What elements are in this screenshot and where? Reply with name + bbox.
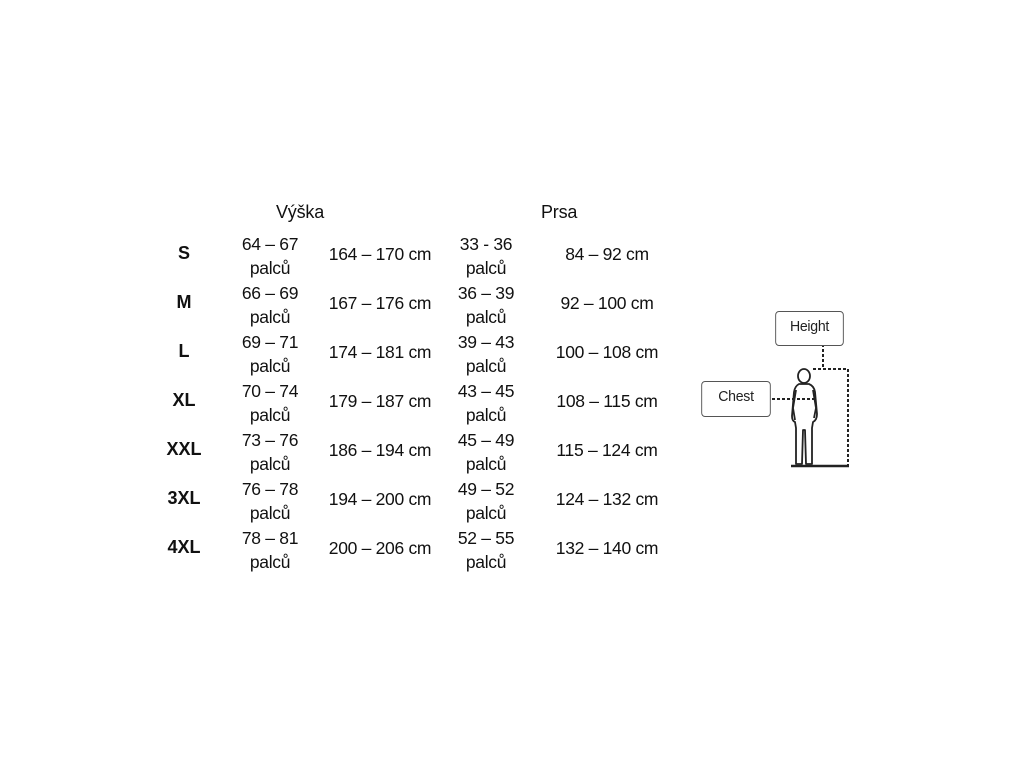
chest-inches-value: 45 – 49 bbox=[457, 430, 515, 450]
size-label: L bbox=[178, 341, 190, 361]
chest-inches-value: 36 – 39 bbox=[457, 283, 515, 303]
height-cm: 174 – 181 cm bbox=[328, 342, 432, 362]
measurement-diagram: Height Chest bbox=[696, 308, 856, 476]
height-inches: 66 – 69 palců bbox=[230, 281, 310, 329]
chest-inches-value: 33 - 36 bbox=[459, 234, 513, 254]
chest-inches-unit: palců bbox=[465, 503, 507, 523]
size-label: M bbox=[176, 292, 192, 312]
height-inches: 78 – 81 palců bbox=[230, 526, 310, 574]
height-inches-value: 64 – 67 bbox=[241, 234, 299, 254]
chest-inches-value: 49 – 52 bbox=[457, 479, 515, 499]
chest-cm: 124 – 132 cm bbox=[555, 489, 659, 509]
chest-inches-value: 43 – 45 bbox=[457, 381, 515, 401]
chest-inches-unit: palců bbox=[465, 307, 507, 327]
height-inches: 73 – 76 palců bbox=[230, 428, 310, 476]
size-row-m: M 66 – 69 palců 167 – 176 cm 36 – 39 palců… bbox=[150, 281, 690, 330]
chest-cm: 100 – 108 cm bbox=[555, 342, 659, 362]
chest-inches: 33 - 36 palců bbox=[446, 232, 526, 280]
size-label: 4XL bbox=[167, 537, 201, 557]
height-inches-unit: palců bbox=[249, 454, 291, 474]
height-inches: 70 – 74 palců bbox=[230, 379, 310, 427]
height-inches-unit: palců bbox=[249, 405, 291, 425]
chest-inches: 52 – 55 palců bbox=[446, 526, 526, 574]
chest-inches-unit: palců bbox=[465, 454, 507, 474]
size-label: S bbox=[177, 243, 190, 263]
chest-inches: 45 – 49 palců bbox=[446, 428, 526, 476]
height-inches-value: 69 – 71 bbox=[241, 332, 299, 352]
height-cm: 164 – 170 cm bbox=[328, 244, 432, 264]
chest-inches: 43 – 45 palců bbox=[446, 379, 526, 427]
chest-cm: 108 – 115 cm bbox=[556, 391, 658, 411]
size-label: XXL bbox=[166, 439, 202, 459]
height-inches-unit: palců bbox=[249, 503, 291, 523]
chest-label-tag: Chest bbox=[701, 381, 771, 417]
chest-inches-unit: palců bbox=[465, 552, 507, 572]
height-label-tag: Height bbox=[775, 311, 844, 346]
person-measure-icon bbox=[772, 344, 849, 468]
chest-inches-value: 52 – 55 bbox=[457, 528, 515, 548]
chest-cm: 84 – 92 cm bbox=[565, 244, 649, 264]
column-header-height: Výška bbox=[276, 202, 325, 222]
chest-inches-value: 39 – 43 bbox=[457, 332, 515, 352]
chest-cm: 115 – 124 cm bbox=[556, 440, 658, 460]
height-inches-value: 66 – 69 bbox=[241, 283, 299, 303]
chest-cm: 92 – 100 cm bbox=[560, 293, 654, 313]
height-inches: 76 – 78 palců bbox=[230, 477, 310, 525]
height-cm: 179 – 187 cm bbox=[328, 391, 432, 411]
height-cm: 194 – 200 cm bbox=[328, 489, 432, 509]
chest-inches-unit: palců bbox=[465, 405, 507, 425]
height-cm: 186 – 194 cm bbox=[328, 440, 432, 460]
size-table: S 64 – 67 palců 164 – 170 cm 33 - 36 palců… bbox=[150, 232, 690, 575]
size-label: XL bbox=[172, 390, 196, 410]
height-inches-value: 73 – 76 bbox=[241, 430, 299, 450]
size-row-xxl: XXL 73 – 76 palců 186 – 194 cm 45 – 49 pal… bbox=[150, 428, 690, 477]
chest-inches: 36 – 39 palců bbox=[446, 281, 526, 329]
height-inches-value: 70 – 74 bbox=[241, 381, 299, 401]
height-inches-unit: palců bbox=[249, 552, 291, 572]
chest-inches: 39 – 43 palců bbox=[446, 330, 526, 378]
size-row-s: S 64 – 67 palců 164 – 170 cm 33 - 36 palců… bbox=[150, 232, 690, 281]
chest-inches: 49 – 52 palců bbox=[446, 477, 526, 525]
height-inches: 64 – 67 palců bbox=[230, 232, 310, 280]
height-inches: 69 – 71 palců bbox=[230, 330, 310, 378]
height-inches-unit: palců bbox=[249, 356, 291, 376]
height-inches-unit: palců bbox=[249, 307, 291, 327]
height-inches-value: 78 – 81 bbox=[241, 528, 299, 548]
size-row-4xl: 4XL 78 – 81 palců 200 – 206 cm 52 – 55 pal… bbox=[150, 526, 690, 575]
chest-cm: 132 – 140 cm bbox=[555, 538, 659, 558]
chest-inches-unit: palců bbox=[465, 356, 507, 376]
size-row-3xl: 3XL 76 – 78 palců 194 – 200 cm 49 – 52 pal… bbox=[150, 477, 690, 526]
chest-inches-unit: palců bbox=[465, 258, 507, 278]
size-row-l: L 69 – 71 palců 174 – 181 cm 39 – 43 palců… bbox=[150, 330, 690, 379]
height-cm: 200 – 206 cm bbox=[328, 538, 432, 558]
column-header-chest: Prsa bbox=[541, 202, 578, 222]
height-inches-value: 76 – 78 bbox=[241, 479, 299, 499]
height-inches-unit: palců bbox=[249, 258, 291, 278]
height-cm: 167 – 176 cm bbox=[328, 293, 432, 313]
size-row-xl: XL 70 – 74 palců 179 – 187 cm 43 – 45 palc… bbox=[150, 379, 690, 428]
size-label: 3XL bbox=[167, 488, 201, 508]
